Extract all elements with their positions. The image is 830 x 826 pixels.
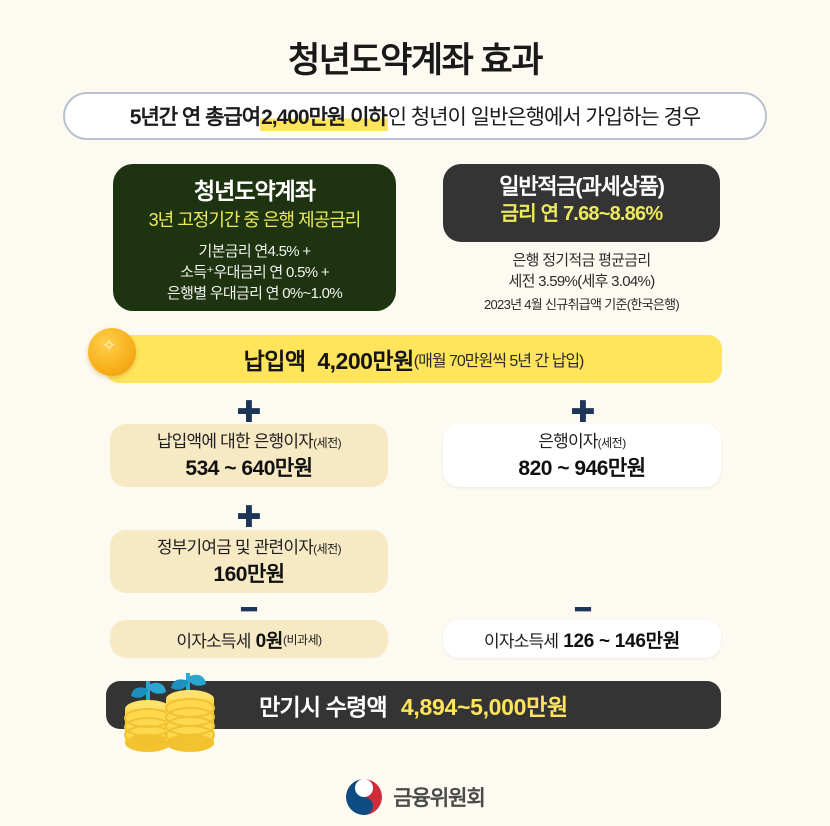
flow-amount: 820 ~ 946만원 — [518, 456, 646, 480]
deposit-note: (매월 70만원씩 5년 간 납입) — [413, 353, 585, 370]
deposit-spacer — [306, 346, 318, 373]
flow-label-small: (세전) — [313, 541, 342, 556]
flow-label-main: 이자소득세 — [176, 631, 251, 651]
flow-amount: 534 ~ 640만원 — [185, 456, 313, 480]
flow-label-main: 이자소득세 — [484, 631, 559, 651]
flow-amount: 126 ~ 146만원 — [563, 630, 680, 652]
comparison-box-regular-savings: 일반적금(과세상품) 금리 연 7.68~8.86% — [443, 164, 720, 242]
rate-line: 소득⁺우대금리 연 0.5% + — [180, 264, 329, 281]
sparkle-glyph: ✧ — [102, 336, 117, 355]
flow-label-main: 정부기여금 및 관련이자 — [156, 537, 314, 557]
deposit-label: 납입액 — [243, 348, 306, 374]
regular-savings-title: 일반적금(과세상품) — [499, 174, 665, 199]
result-label: 만기시 수령액 — [259, 694, 388, 720]
comparison-box-youth-account: 청년도약계좌 3년 고정기간 중 은행 제공금리 기본금리 연4.5% + 소득… — [113, 164, 396, 311]
youth-account-subtitle: 3년 고정기간 중 은행 제공금리 — [148, 210, 362, 230]
operator-minus-left: ━ — [241, 594, 257, 624]
flow-label-main: 납입액에 대한 은행이자 — [156, 431, 314, 451]
sparkle-coin-icon: ✧ — [88, 328, 136, 376]
flow-box-right-bank-interest: 은행이자(세전) 820 ~ 946만원 — [443, 424, 721, 487]
flow-box-left-gov-contribution: 정부기여금 및 관련이자(세전) 160만원 — [110, 530, 388, 593]
flow-label: 납입액에 대한 은행이자(세전) — [156, 430, 342, 455]
flow-box-left-interest-tax: 이자소득세 0원 (비과세) — [110, 620, 388, 658]
page-title: 청년도약계좌 효과 — [288, 41, 543, 80]
rate-line: 은행별 우대금리 연 0%~1.0% — [167, 285, 343, 302]
flow-label: 정부기여금 및 관련이자(세전) — [156, 536, 342, 561]
flow-amount: 160만원 — [213, 562, 285, 586]
deposit-amount-bar: 납입액 4,200만원 (매월 70만원씩 5년 간 납입) — [105, 335, 722, 383]
operator-plus-right-1: ✚ — [570, 396, 596, 429]
footer: 금융위원회 — [0, 778, 830, 816]
deposit-amount: 4,200만원 — [317, 348, 414, 374]
youth-account-rate-lines: 기본금리 연4.5% + 소득⁺우대금리 연 0.5% + 은행별 우대금리 연… — [113, 241, 396, 304]
taegeuk-logo-icon — [346, 779, 383, 815]
regular-savings-rate: 금리 연 7.68~8.86% — [500, 203, 663, 225]
rate-line: 기본금리 연4.5% + — [198, 243, 312, 260]
organization-name: 금융위원회 — [393, 787, 486, 810]
flow-label: 은행이자(세전) — [538, 430, 627, 455]
flow-label-small: (세전) — [313, 435, 342, 450]
subtitle-prefix: 5년간 연 총급여 — [129, 106, 261, 129]
result-amount: 4,894~5,000만원 — [400, 694, 568, 720]
flow-amount: 0원 — [255, 630, 284, 652]
operator-plus-left-1: ✚ — [236, 396, 262, 429]
subtitle-highlight: 2,400만원 이하 — [260, 101, 388, 131]
note-line: 2023년 4월 신규취급액 기준(한국은행) — [483, 297, 680, 312]
flow-label-small: (세전) — [597, 435, 627, 450]
note-line: 세전 3.59%(세후 3.04%) — [508, 273, 656, 290]
flow-label-small: (비과세) — [283, 632, 322, 647]
coin-stack-sprout-icon — [124, 673, 215, 752]
flow-box-right-interest-tax: 이자소득세 126 ~ 146만원 — [443, 620, 721, 658]
operator-plus-left-2: ✚ — [236, 501, 262, 534]
operator-minus-right: ━ — [575, 594, 591, 624]
subtitle-suffix: 인 청년이 일반은행에서 가입하는 경우 — [387, 106, 701, 129]
flow-label-main: 은행이자 — [538, 431, 598, 451]
youth-account-title: 청년도약계좌 — [194, 178, 316, 204]
flow-box-left-bank-interest: 납입액에 대한 은행이자(세전) 534 ~ 640만원 — [110, 424, 388, 487]
note-line: 은행 정기적금 평균금리 — [512, 252, 652, 269]
regular-savings-notes: 은행 정기적금 평균금리 세전 3.59%(세후 3.04%) 2023년 4월… — [443, 250, 720, 315]
